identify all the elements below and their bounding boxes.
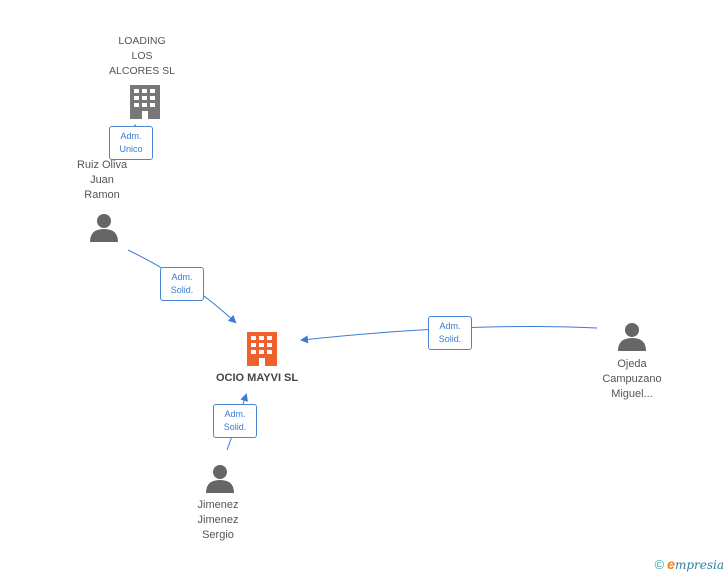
company-label-loading[interactable]: LOADING LOS ALCORES SL [109,35,175,77]
person-icon[interactable] [90,214,118,242]
person-icon[interactable] [618,323,646,351]
brand-name: mpresia [674,558,724,572]
brand-initial: e [667,556,675,572]
person-icon[interactable] [206,465,234,493]
person-label-ruiz[interactable]: Ruiz Oliva Juan Ramon [76,159,128,201]
edge-badge-adm-unico: Adm. Unico [109,126,153,160]
building-icon[interactable] [130,85,160,119]
edge-badge-adm-solid: Adm. Solid. [428,316,472,350]
company-label-ocio[interactable]: OCIO MAYVI SL [216,372,299,384]
building-icon[interactable] [247,332,277,366]
edge-badge-adm-solid: Adm. Solid. [160,267,204,301]
empresia-logo: ©empresia [655,556,724,572]
edge-badge-adm-solid: Adm. Solid. [213,404,257,438]
person-label-ojeda[interactable]: Ojeda Campuzano Miguel... [602,358,662,400]
person-label-jimenez[interactable]: Jimenez Jimenez Sergio [197,499,239,541]
copyright-icon: © [654,557,665,572]
